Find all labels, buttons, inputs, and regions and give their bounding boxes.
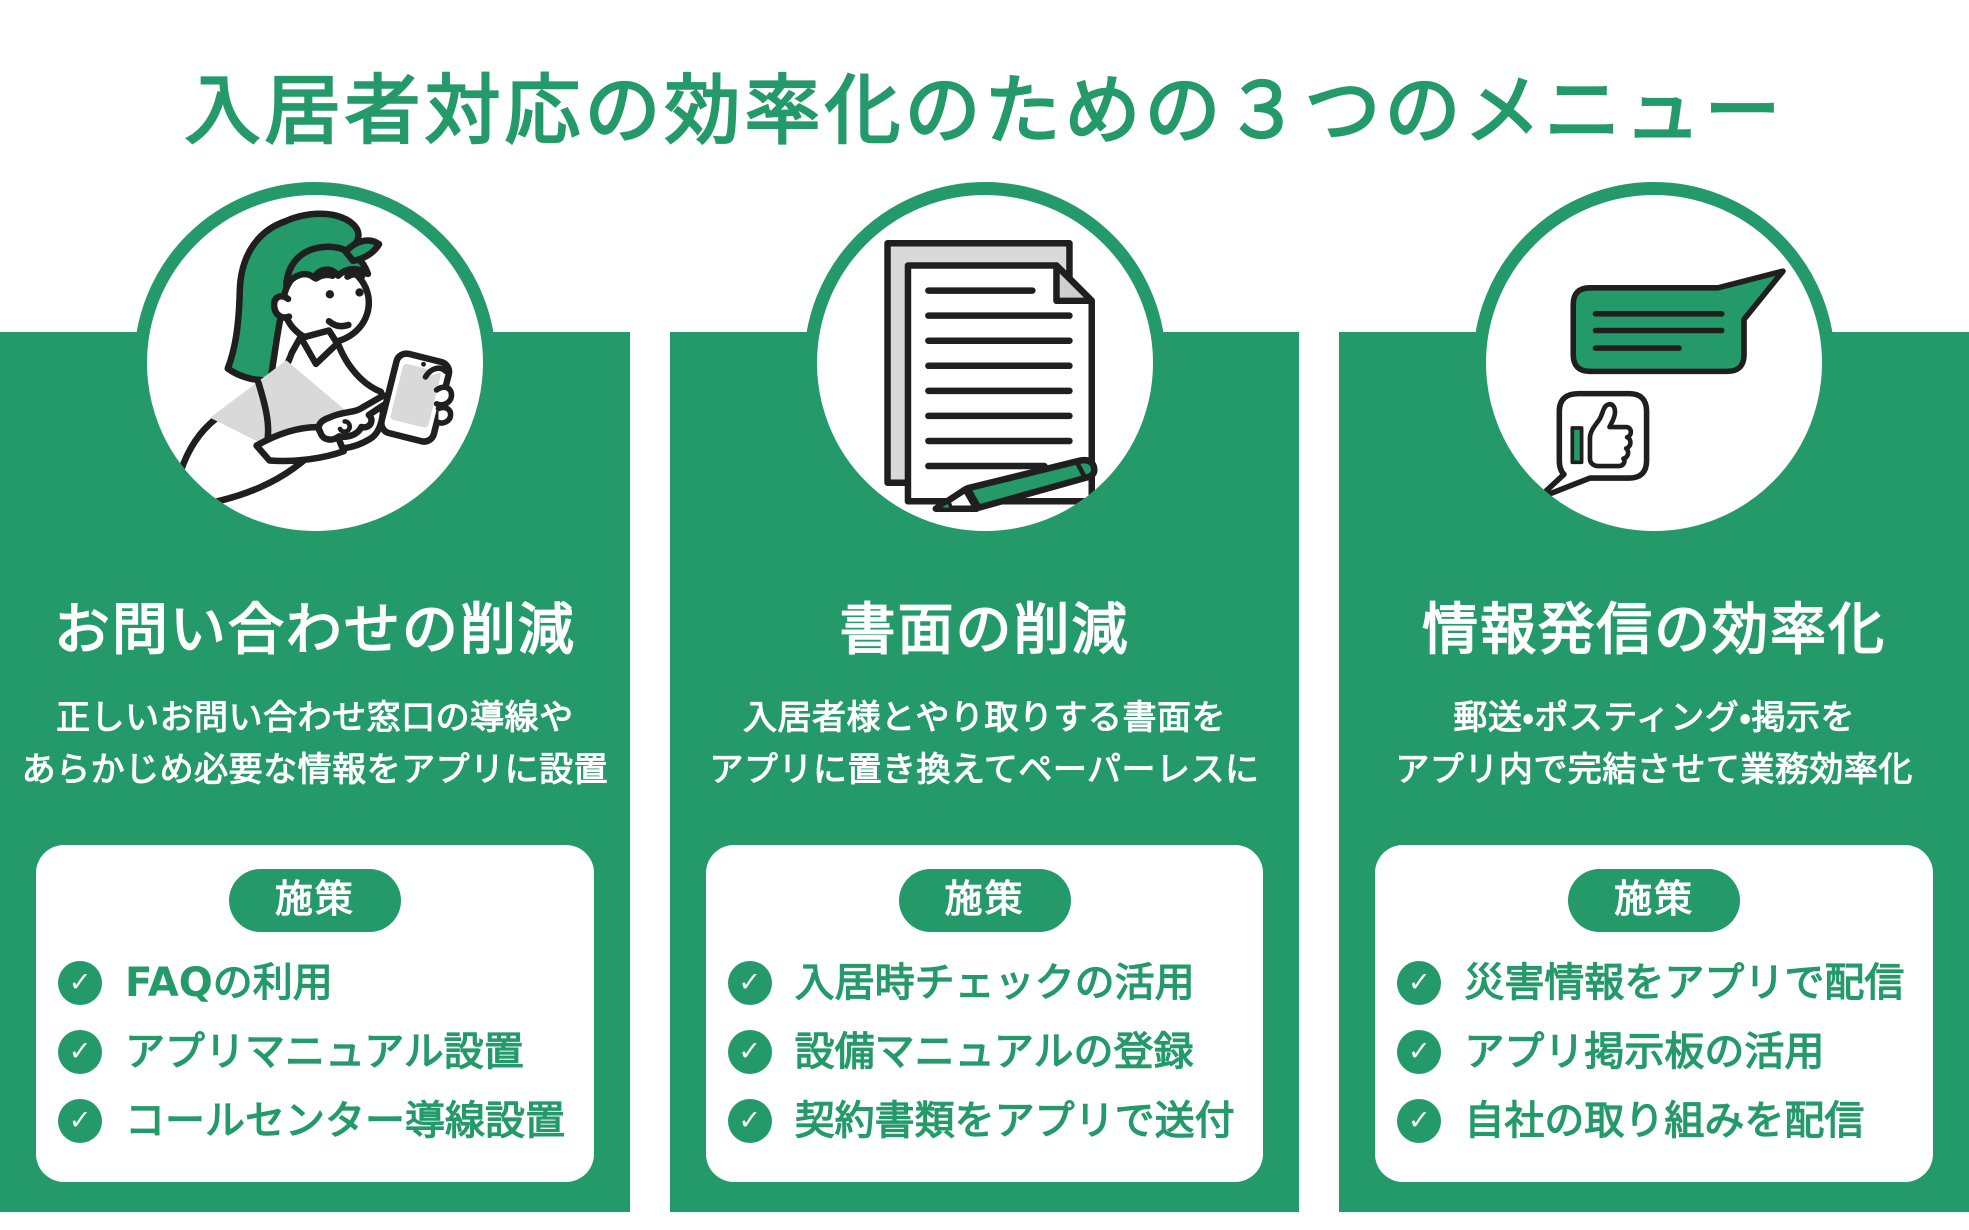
column-info-broadcast: 情報発信の効率化 郵送・ポスティング・掲示を アプリ内で完結させて業務効率化 施… — [1339, 182, 1969, 1212]
measures-list: ✓ FAQの利用 ✓ アプリマニュアル設置 ✓ コールセンター導線設置 — [36, 960, 594, 1144]
column-heading: 情報発信の効率化 — [1422, 598, 1887, 663]
check-icon: ✓ — [1397, 1029, 1442, 1074]
column-description: 郵送・ポスティング・掲示を アプリ内で完結させて業務効率化 — [1349, 692, 1959, 797]
measures-card: 施策 ✓ FAQの利用 ✓ アプリマニュアル設置 ✓ コールセンター導線設置 — [36, 844, 594, 1182]
description-line: アプリ内で完結させて業務効率化 — [1395, 750, 1913, 791]
check-icon: ✓ — [58, 960, 102, 1005]
list-item: ✓ 設備マニュアルの登録 — [727, 1028, 1246, 1075]
list-item-label: FAQの利用 — [125, 959, 333, 1006]
menu-columns: お問い合わせの削減 正しいお問い合わせ窓口の導線や あらかじめ必要な情報をアプリ… — [0, 182, 1969, 1212]
list-item-label: アプリマニュアル設置 — [125, 1028, 524, 1075]
column-heading: 書面の削減 — [839, 598, 1130, 663]
list-item: ✓ FAQの利用 — [58, 960, 576, 1006]
list-item-label: 自社の取り組みを配信 — [1464, 1097, 1865, 1144]
measures-badge: 施策 — [1568, 868, 1741, 932]
list-item: ✓ コールセンター導線設置 — [58, 1098, 576, 1144]
list-item-label: 災害情報をアプリで配信 — [1464, 959, 1905, 1006]
list-item: ✓ 災害情報をアプリで配信 — [1397, 960, 1915, 1006]
check-icon: ✓ — [58, 1098, 102, 1143]
list-item-label: 設備マニュアルの登録 — [794, 1028, 1194, 1075]
measures-badge: 施策 — [228, 868, 401, 932]
description-line: 郵送・ポスティング・掲示を — [1453, 697, 1855, 738]
description-line: アプリに置き換えてペーパーレスに — [709, 750, 1260, 791]
list-item-label: 入居時チェックの活用 — [794, 959, 1195, 1006]
check-icon: ✓ — [1397, 960, 1442, 1005]
column-inquiry-reduction: お問い合わせの削減 正しいお問い合わせ窓口の導線や あらかじめ必要な情報をアプリ… — [0, 182, 630, 1212]
description-line: 入居者様とやり取りする書面を — [743, 697, 1226, 738]
description-line: 正しいお問い合わせ窓口の導線や — [56, 697, 574, 738]
list-item-label: 契約書類をアプリで送付 — [794, 1097, 1235, 1144]
page-title: 入居者対応の効率化のための３つのメニュー — [184, 65, 1785, 155]
list-item: ✓ アプリ掲示板の活用 — [1397, 1029, 1915, 1075]
measures-card: 施策 ✓ 災害情報をアプリで配信 ✓ アプリ掲示板の活用 ✓ 自社の取り組みを配… — [1375, 844, 1934, 1182]
measures-badge: 施策 — [898, 868, 1071, 932]
check-icon: ✓ — [1397, 1098, 1442, 1143]
check-icon: ✓ — [58, 1029, 102, 1074]
speech-bubbles-thumbs-up-icon — [1473, 182, 1836, 544]
check-icon: ✓ — [727, 1029, 772, 1074]
woman-using-smartphone-icon — [133, 182, 496, 544]
column-description: 正しいお問い合わせ窓口の導線や あらかじめ必要な情報をアプリに設置 — [10, 692, 620, 797]
measures-card: 施策 ✓ 入居時チェックの活用 ✓ 設備マニュアルの登録 ✓ 契約書類をアプリで… — [705, 844, 1264, 1182]
measures-list: ✓ 災害情報をアプリで配信 ✓ アプリ掲示板の活用 ✓ 自社の取り組みを配信 — [1375, 960, 1933, 1144]
measures-list: ✓ 入居時チェックの活用 ✓ 設備マニュアルの登録 ✓ 契約書類をアプリで送付 — [706, 960, 1264, 1144]
list-item: ✓ 入居時チェックの活用 — [727, 959, 1246, 1006]
description-line: あらかじめ必要な情報をアプリに設置 — [21, 750, 609, 791]
column-paper-reduction: 書面の削減 入居者様とやり取りする書面を アプリに置き換えてペーパーレスに 施策… — [669, 182, 1300, 1212]
check-icon: ✓ — [727, 1098, 772, 1143]
list-item: ✓ アプリマニュアル設置 — [58, 1029, 576, 1075]
check-icon: ✓ — [727, 960, 772, 1005]
column-description: 入居者様とやり取りする書面を アプリに置き換えてペーパーレスに — [680, 692, 1290, 797]
list-item: ✓ 自社の取り組みを配信 — [1397, 1098, 1915, 1144]
list-item: ✓ 契約書類をアプリで送付 — [727, 1097, 1246, 1144]
list-item-label: アプリ掲示板の活用 — [1464, 1028, 1825, 1075]
column-heading: お問い合わせの削減 — [53, 598, 576, 663]
documents-and-pencil-icon — [803, 182, 1166, 544]
list-item-label: コールセンター導線設置 — [125, 1097, 565, 1144]
